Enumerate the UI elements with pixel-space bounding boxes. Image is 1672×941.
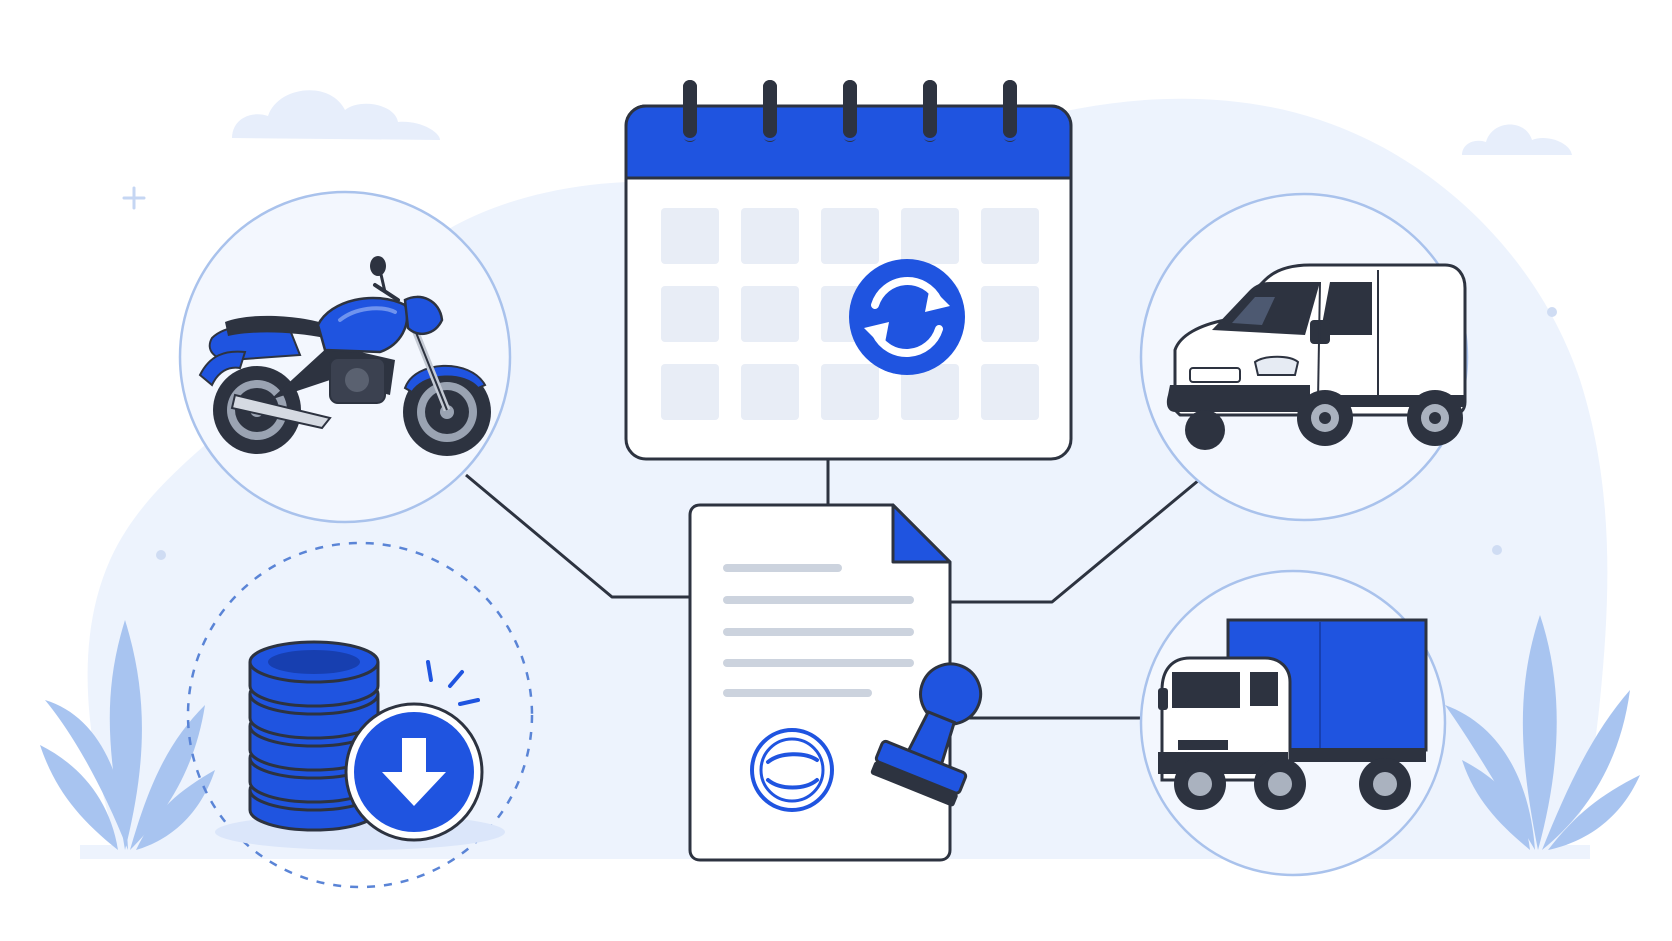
sync-icon [849,259,965,375]
plant-icon [40,620,215,850]
truck-icon [1158,618,1428,810]
plant-icon [1445,615,1640,850]
cloud-icon [232,90,440,140]
connector-lines [465,458,1206,720]
van-icon [1166,263,1467,450]
motorcycle-badge [178,190,512,524]
dot-decoration [1492,545,1502,555]
van-badge [1139,192,1469,522]
calendar-icon [624,80,1073,461]
cloud-icon [1462,124,1572,155]
stamp-icon [870,662,983,807]
seal-icon [750,728,834,812]
download-icon [344,702,484,842]
database-badge [186,541,534,889]
document-icon [688,503,952,862]
dot-decoration [156,550,166,560]
motorcycle-icon [198,256,491,456]
truck-badge [1139,569,1447,877]
document-lines [723,564,914,697]
sparkle-icon [122,186,146,210]
sparkle-icon [426,660,480,706]
database-icon [248,640,380,832]
dot-decoration [1547,307,1557,317]
